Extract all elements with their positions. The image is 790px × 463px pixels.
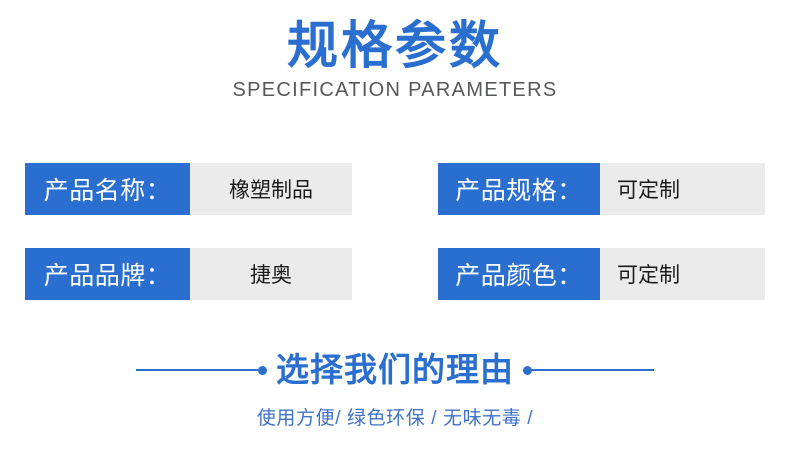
page-subtitle: SPECIFICATION PARAMETERS	[232, 79, 558, 102]
spec-label: 产品颜色：	[438, 248, 600, 300]
spec-label: 产品名称：	[25, 163, 190, 215]
spec-item-product-brand: 产品品牌： 捷奥	[25, 248, 352, 300]
spec-value: 捷奥	[190, 248, 352, 300]
spec-item-product-name: 产品名称： 橡塑制品	[25, 163, 352, 215]
banner-headline: 选择我们的理由	[0, 351, 790, 389]
spec-value: 可定制	[600, 248, 765, 300]
specification-grid: 产品名称： 橡塑制品 产品规格： 可定制 产品品牌： 捷奥 产品颜色： 可定制	[25, 163, 765, 333]
spec-label: 产品规格：	[438, 163, 600, 215]
spec-row: 产品名称： 橡塑制品 产品规格： 可定制	[25, 163, 765, 215]
bullet-dot-right-icon	[523, 365, 532, 375]
page-header: 规格参数 SPECIFICATION PARAMETERS	[0, 0, 790, 102]
bullet-dot-left-icon	[258, 365, 267, 375]
spec-label: 产品品牌：	[25, 248, 190, 300]
spec-value: 橡塑制品	[190, 163, 352, 215]
spec-value: 可定制	[600, 163, 765, 215]
reasons-banner: 选择我们的理由 使用方便/ 绿色环保 / 无味无毒 /	[0, 351, 790, 430]
banner-rule-right	[532, 369, 654, 372]
banner-title: 选择我们的理由	[276, 351, 514, 388]
spec-item-product-specification: 产品规格： 可定制	[438, 163, 765, 215]
banner-rule-left	[136, 369, 258, 372]
page-title: 规格参数	[286, 17, 503, 74]
spec-row: 产品品牌： 捷奥 产品颜色： 可定制	[25, 248, 765, 300]
spec-item-product-color: 产品颜色： 可定制	[438, 248, 765, 300]
banner-features: 使用方便/ 绿色环保 / 无味无毒 /	[256, 407, 534, 429]
